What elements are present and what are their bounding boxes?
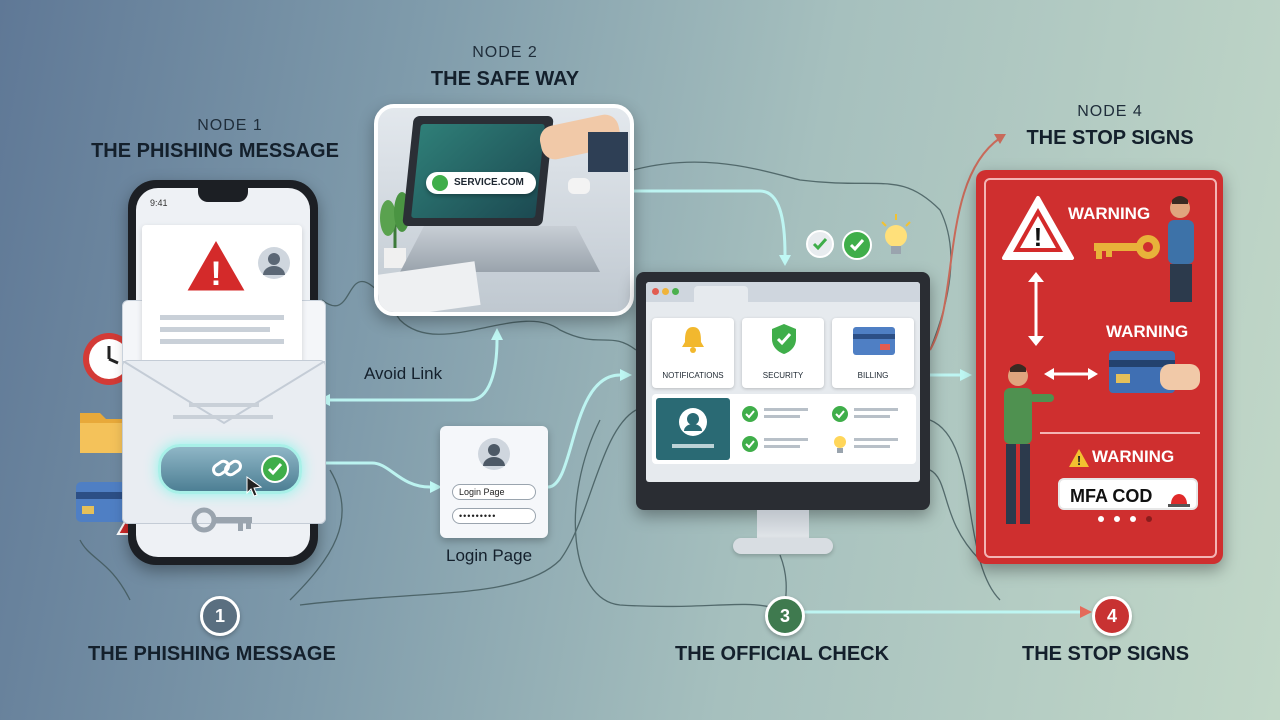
stop-signs-panel-border bbox=[984, 178, 1217, 558]
desktop-monitor: NOTIFICATIONS SECURITY BILLING bbox=[636, 272, 930, 510]
chain-link-icon bbox=[211, 455, 243, 486]
credit-card-icon bbox=[852, 326, 896, 361]
url-text: SERVICE.COM bbox=[454, 177, 524, 188]
sender-avatar bbox=[258, 247, 290, 279]
siren-icon bbox=[1166, 484, 1192, 518]
phone-time: 9:41 bbox=[150, 198, 168, 208]
text-line bbox=[173, 415, 273, 419]
tile-label: SECURITY bbox=[762, 371, 804, 380]
monitor-screen: NOTIFICATIONS SECURITY BILLING bbox=[646, 282, 920, 482]
laptop-screen bbox=[402, 116, 554, 226]
node4-small-label: NODE 4 bbox=[1077, 103, 1143, 120]
warning-triangle-icon: ! bbox=[1000, 194, 1076, 267]
check-icon bbox=[261, 455, 289, 483]
warning-triangle-icon: ! bbox=[1068, 448, 1090, 473]
check-icon bbox=[742, 406, 758, 422]
sleeve-graphic bbox=[588, 132, 628, 172]
mfa-code-text: MFA COD bbox=[1070, 486, 1153, 506]
browser-tab-bar bbox=[646, 282, 920, 302]
mfa-code-field: MFA COD bbox=[1058, 478, 1198, 510]
profile-card bbox=[656, 398, 730, 460]
node2-title: THE SAFE WAY bbox=[430, 68, 580, 90]
alert-triangle-icon: ! bbox=[182, 235, 250, 300]
step-4-marker: 4 bbox=[1092, 596, 1132, 636]
text-line bbox=[160, 315, 284, 320]
step-4-label: THE STOP SIGNS bbox=[1022, 643, 1190, 665]
text-line bbox=[189, 403, 259, 407]
step-3-label: THE OFFICIAL CHECK bbox=[675, 643, 890, 665]
laptop-keyboard bbox=[400, 226, 600, 272]
step-1-marker: 1 bbox=[200, 596, 240, 636]
double-arrow-vertical-icon bbox=[1026, 272, 1046, 351]
notifications-tile[interactable]: NOTIFICATIONS bbox=[652, 318, 734, 388]
check-icon bbox=[842, 230, 872, 260]
login-page-card: Login Page ••••••••• bbox=[440, 426, 548, 538]
step-3-marker: 3 bbox=[765, 596, 805, 636]
text-line bbox=[160, 339, 284, 344]
node2-small-label: NODE 2 bbox=[472, 44, 538, 61]
bell-icon bbox=[680, 324, 706, 359]
device-graphic bbox=[568, 178, 590, 194]
credit-card-icon bbox=[1108, 350, 1176, 399]
text-line bbox=[160, 327, 270, 332]
svg-text:!: ! bbox=[1077, 453, 1081, 468]
warning-label: WARNING bbox=[1092, 447, 1175, 466]
node1-small-label: NODE 1 bbox=[197, 117, 263, 134]
phone-notch bbox=[198, 188, 248, 202]
lock-icon bbox=[432, 175, 448, 191]
check-icon bbox=[742, 436, 758, 452]
browser-tab[interactable] bbox=[694, 286, 748, 302]
envelope-front bbox=[122, 360, 326, 524]
person-figure bbox=[1158, 194, 1204, 309]
svg-text:!: ! bbox=[210, 255, 221, 293]
url-bar[interactable]: SERVICE.COM bbox=[426, 172, 536, 194]
svg-text:!: ! bbox=[1034, 222, 1043, 252]
person-figure bbox=[996, 362, 1056, 543]
node4-title: THE STOP SIGNS bbox=[1026, 127, 1194, 149]
account-panel bbox=[652, 394, 916, 464]
tile-label: BILLING bbox=[857, 371, 889, 380]
login-page-caption: Login Page bbox=[446, 546, 533, 565]
check-icon bbox=[832, 406, 848, 422]
divider bbox=[1040, 432, 1200, 434]
shield-icon bbox=[770, 322, 798, 361]
credit-card-icon bbox=[74, 478, 130, 531]
key-icon bbox=[1086, 230, 1166, 269]
check-icon bbox=[806, 230, 834, 258]
key-icon bbox=[190, 506, 256, 539]
cursor-icon bbox=[245, 475, 263, 502]
lightbulb-icon bbox=[878, 212, 914, 267]
monitor-base bbox=[733, 538, 833, 554]
warning-label: WARNING bbox=[1068, 204, 1151, 223]
avoid-link-label: Avoid Link bbox=[364, 364, 443, 383]
node1-title: THE PHISHING MESSAGE bbox=[91, 140, 339, 162]
lightbulb-icon bbox=[832, 434, 848, 459]
hand-graphic bbox=[1160, 364, 1200, 390]
user-avatar-icon bbox=[478, 438, 510, 470]
phishing-link-button[interactable] bbox=[158, 444, 302, 497]
monitor-stand bbox=[757, 510, 809, 540]
safe-way-photo-card: SERVICE.COM bbox=[374, 104, 634, 316]
step-1-label: THE PHISHING MESSAGE bbox=[88, 643, 336, 665]
security-tile[interactable]: SECURITY bbox=[742, 318, 824, 388]
password-field[interactable]: ••••••••• bbox=[452, 508, 536, 524]
warning-label: WARNING bbox=[1106, 322, 1189, 341]
billing-tile[interactable]: BILLING bbox=[832, 318, 914, 388]
username-field[interactable]: Login Page bbox=[452, 484, 536, 500]
double-arrow-horizontal-icon bbox=[1044, 366, 1098, 387]
tile-label: NOTIFICATIONS bbox=[662, 371, 724, 380]
